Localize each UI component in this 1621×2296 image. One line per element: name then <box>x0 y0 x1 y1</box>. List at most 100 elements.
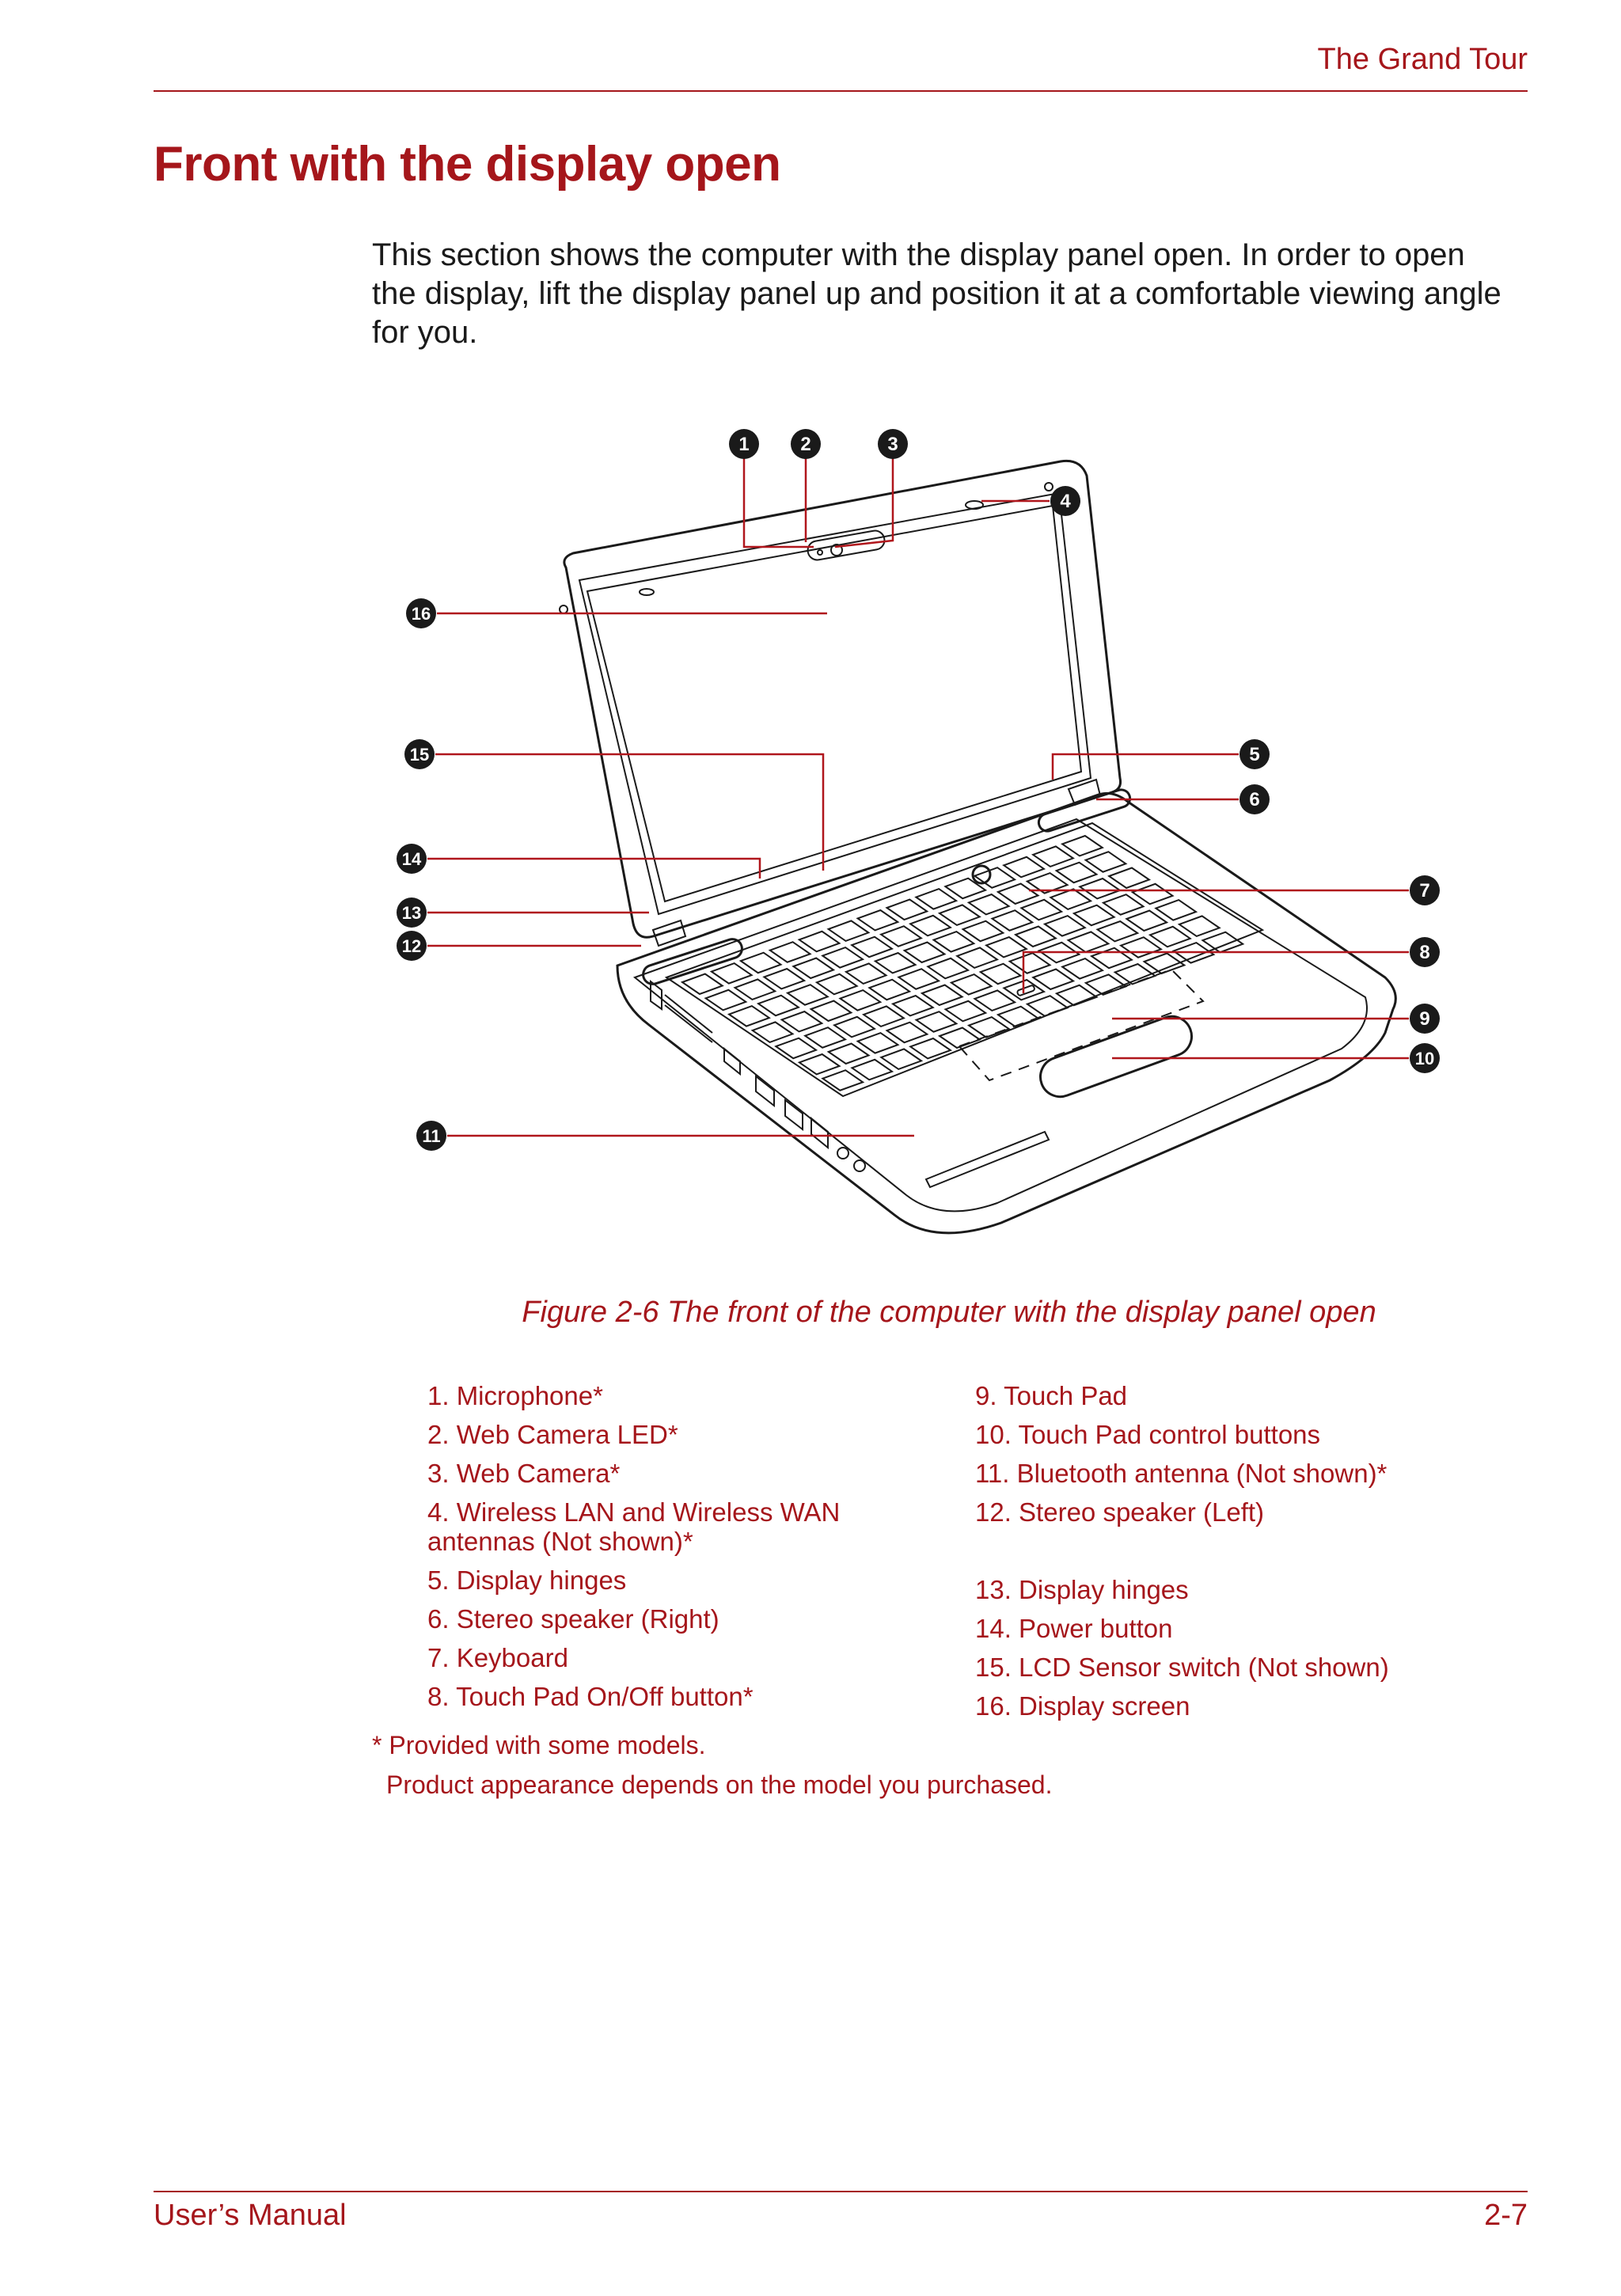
footer-manual-title: User’s Manual <box>154 2199 347 2232</box>
keyboard-key <box>914 1011 959 1033</box>
keyboard-key <box>867 978 912 1001</box>
callout-5: 5 <box>1239 739 1270 769</box>
keyboard-key <box>1025 995 1069 1017</box>
svg-text:14: 14 <box>402 849 422 869</box>
keyboard-key <box>1125 909 1169 932</box>
keyboard-key <box>809 1000 853 1023</box>
keyboard-key <box>885 1021 929 1044</box>
keyboard-key <box>908 914 952 937</box>
keyboard-deck <box>664 822 1265 1098</box>
keyboard-key <box>1078 877 1122 900</box>
footnote-line: * Provided with some models. <box>372 1731 706 1759</box>
keyboard-key <box>885 898 929 921</box>
keyboard-key <box>990 909 1034 932</box>
keyboard-key <box>844 962 888 985</box>
svg-text:9: 9 <box>1419 1008 1429 1030</box>
keyboard-key <box>756 994 800 1017</box>
keyboard-key <box>879 1048 924 1071</box>
keyboard-key <box>932 930 976 953</box>
web-camera-led-dot <box>817 549 823 556</box>
keyboard-key <box>1101 894 1145 916</box>
svg-text:8: 8 <box>1419 942 1429 963</box>
web-camera-lens <box>830 544 843 556</box>
svg-text:11: 11 <box>422 1126 440 1146</box>
keyboard-key <box>909 1037 953 1060</box>
keyboard-key <box>727 1004 771 1027</box>
keyboard-key <box>1002 856 1046 879</box>
keyboard-key <box>890 994 935 1017</box>
callout-11: 11 <box>416 1121 446 1151</box>
legend-item: 11. Bluetooth antenna (Not shown)* <box>975 1459 1388 1488</box>
keyboard-key <box>785 984 829 1006</box>
footnote: * Provided with some models. Product app… <box>372 1725 1052 1805</box>
keyboard-key <box>709 962 754 985</box>
keyboard-key <box>897 968 941 990</box>
footer-rule <box>154 2191 1528 2192</box>
display-lid <box>563 459 1122 939</box>
legend-item: 4. Wireless LAN and Wireless WAN antenna… <box>427 1497 841 1556</box>
keyboard-keys <box>680 834 1245 1091</box>
keyboard-key <box>1060 834 1104 857</box>
legend-item: 2. Web Camera LED* <box>427 1420 678 1449</box>
keyboard-key <box>861 1005 905 1028</box>
keyboard-key <box>949 973 993 996</box>
legend-item: 14. Power button <box>975 1614 1173 1643</box>
callout-1: 1 <box>729 429 759 459</box>
legend-item: 7. Keyboard <box>427 1643 568 1672</box>
keyboard-key <box>943 877 988 900</box>
keyboard-key <box>1037 941 1081 964</box>
webcam-pod <box>807 529 886 561</box>
keyboard-key <box>814 973 859 996</box>
keyboard-key <box>937 904 981 927</box>
keyboard-key <box>1148 925 1192 948</box>
keyboard-key <box>1142 952 1186 975</box>
keyboard-key <box>792 957 836 980</box>
keyboard-key <box>973 989 1017 1012</box>
speaker-left <box>642 938 743 985</box>
keyboard-key <box>738 951 783 974</box>
keyboard-key <box>943 1000 988 1023</box>
keyboard-key <box>984 935 1028 958</box>
svg-text:7: 7 <box>1419 880 1429 901</box>
keyboard-key <box>1008 952 1052 974</box>
keyboard-key <box>1084 851 1128 873</box>
hinge-left <box>651 919 687 947</box>
keyboard-key <box>733 978 777 1001</box>
callout-6: 6 <box>1239 784 1270 814</box>
footnote-line: Product appearance depends on the model … <box>386 1770 1053 1799</box>
svg-text:12: 12 <box>402 936 421 956</box>
keyboard-key <box>1177 915 1221 938</box>
callout-3: 3 <box>878 429 908 459</box>
power-button <box>971 864 992 885</box>
keyboard-key <box>1118 936 1163 958</box>
keyboard-key <box>996 1005 1040 1028</box>
keyboard-key <box>826 920 871 943</box>
keyboard-key <box>966 893 1011 916</box>
legend-item: 5. Display hinges <box>427 1565 627 1595</box>
legend-right-column: 9. Touch Pad 10. Touch Pad control butto… <box>975 1381 1529 1730</box>
keyboard-key <box>996 882 1040 905</box>
callout-7: 7 <box>1410 875 1440 905</box>
callout-10: 10 <box>1410 1043 1440 1073</box>
keyboard-key <box>750 1021 795 1044</box>
page-number: 2-7 <box>1484 2199 1528 2232</box>
keyboard-key <box>914 887 959 910</box>
svg-text:5: 5 <box>1249 744 1259 765</box>
header-rule <box>154 90 1528 92</box>
callout-14: 14 <box>397 844 427 874</box>
palm-rest-edge <box>632 818 1368 1213</box>
laptop-base <box>616 791 1397 1235</box>
legend-item: 15. LCD Sensor switch (Not shown) <box>975 1653 1389 1682</box>
svg-text:16: 16 <box>412 604 431 624</box>
laptop-figure: 1 2 3 4 5 6 7 8 9 10 11 12 13 14 15 16 <box>397 429 1440 1235</box>
svg-text:3: 3 <box>887 434 898 455</box>
keyboard-key <box>768 941 812 963</box>
keyboard-key <box>902 941 947 964</box>
keyboard-key <box>879 925 923 947</box>
callout-15: 15 <box>404 739 435 769</box>
keyboard-key <box>803 1027 848 1049</box>
keyboard-key <box>1072 904 1116 927</box>
intro-paragraph: This section shows the computer with the… <box>372 237 1501 350</box>
svg-text:15: 15 <box>410 745 429 765</box>
display-bezel-inner <box>578 491 1092 916</box>
